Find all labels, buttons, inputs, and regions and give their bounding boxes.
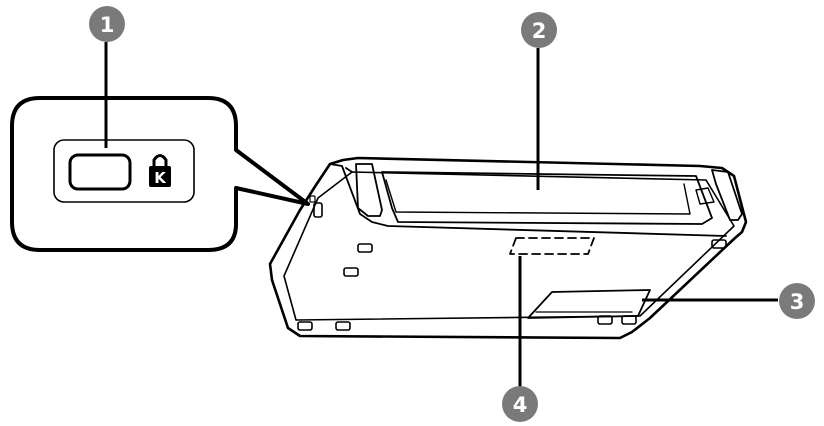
lock-body [149,166,171,187]
scanner-body [268,156,748,340]
callout-3-circle [779,283,815,319]
foot-2 [343,267,359,277]
dashed-area [509,237,595,255]
callout-3: 3 [779,283,815,319]
scanner-inner-edge [283,171,735,321]
callout-2: 2 [521,12,557,48]
callout-4: 4 [502,386,538,422]
callout-2-circle [521,12,557,48]
label-plate [527,289,651,319]
inset-panel [53,139,195,203]
security-slot [313,202,323,218]
leader-lines [104,42,778,390]
callout-2-number: 2 [532,19,547,43]
foot-1 [357,243,373,253]
foot-6 [597,315,613,325]
lock-shackle [152,154,168,166]
lock-glyph: K [154,169,167,187]
foot-3 [297,321,313,331]
foot-4 [335,321,351,331]
right-clip [711,169,743,221]
foot-7 [621,315,637,325]
security-slot-small [309,195,316,203]
callout-1-number: 1 [100,13,115,37]
top-panel-inner [385,179,691,215]
callout-4-circle [502,386,538,422]
callout-1-circle [89,6,125,42]
callout-1: 1 [89,6,125,42]
inset-bubble: K [10,96,310,252]
scanner-side-face [329,163,727,237]
callout-3-number: 3 [790,290,805,314]
inset-slot [68,153,132,191]
right-tab [695,187,715,205]
callout-4-number: 4 [513,393,528,417]
scanner-outline [268,156,748,340]
kensington-lock-icon: K [149,154,171,187]
top-panel [381,171,713,225]
left-clip [355,163,383,217]
foot-5 [711,239,727,249]
